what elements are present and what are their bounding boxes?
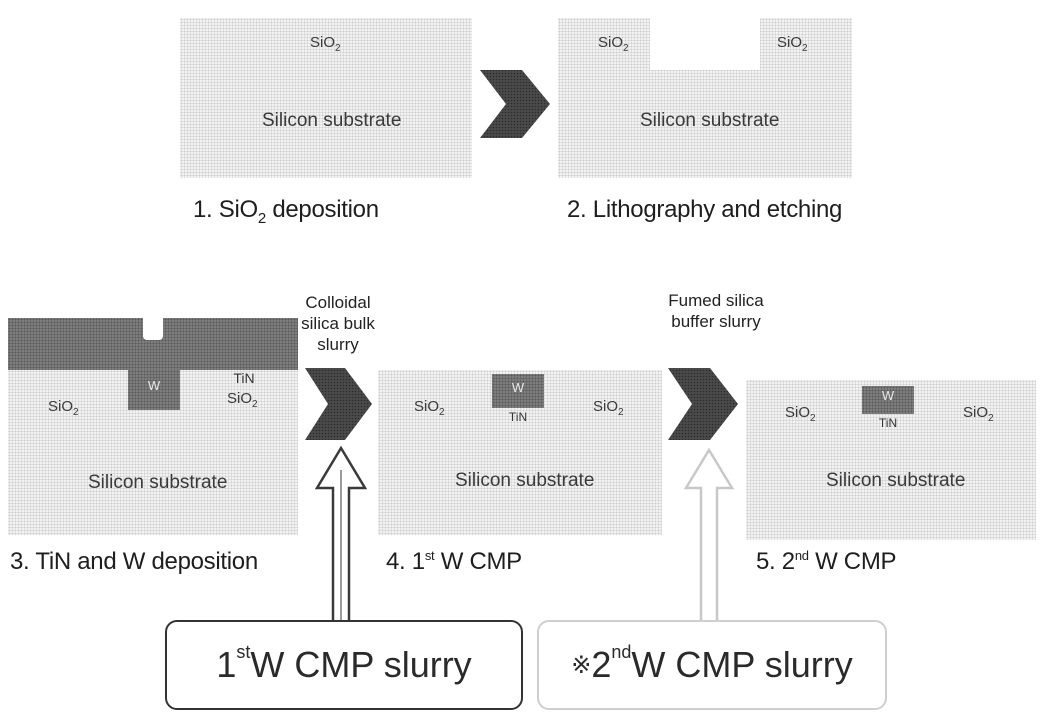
process-arrow-1-icon (480, 70, 550, 138)
first-w-cmp-slurry-box: 1st W CMP slurry (165, 620, 523, 710)
slurry2-up-arrow-icon (686, 450, 732, 622)
note-mark-icon: ※ (571, 651, 591, 680)
process-arrow-2-icon (305, 368, 372, 440)
process-arrow-3-icon (668, 368, 738, 440)
second-w-cmp-slurry-box: ※ 2nd W CMP slurry (537, 620, 887, 710)
